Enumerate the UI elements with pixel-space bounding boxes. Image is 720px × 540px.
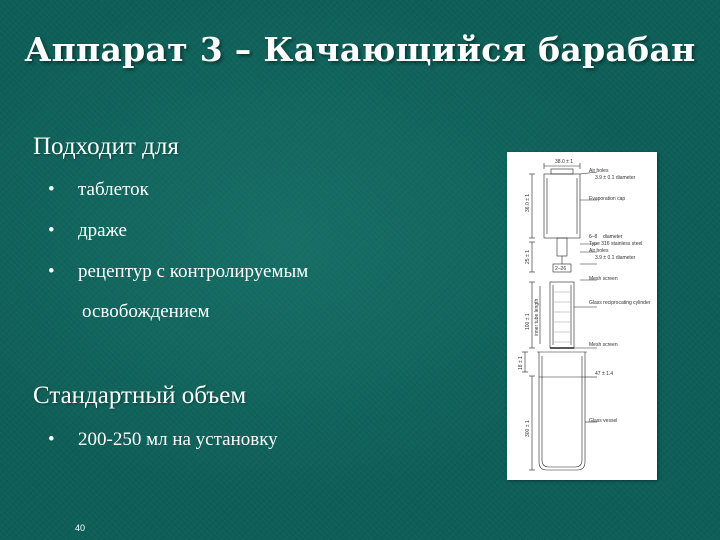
bullet-icon: •	[48, 429, 55, 450]
glass-cylinder-label: Glass reciprocating cylinder	[589, 300, 651, 306]
slide-title: Аппарат 3 – Качающийся барабан	[24, 30, 696, 69]
dimension-label: 38.0 ± 1	[555, 159, 573, 165]
section-heading-suitable-for: Подходит для	[33, 133, 179, 160]
material-label: Type 316 stainless steel	[589, 241, 642, 247]
bullet-text: 200-250 мл на установку	[78, 429, 278, 450]
dimension-label: 3.9 ± 0.1 diameter	[595, 175, 636, 181]
section-heading-standard-volume: Стандартный объем	[33, 382, 247, 409]
dimension-label: 36.0 ± 1	[525, 194, 531, 212]
evaporation-cap-label: Evaporation cap	[589, 196, 625, 202]
dimension-label: 6–8	[589, 234, 598, 240]
dimension-label: 3.9 ± 0.1 diameter	[595, 255, 636, 261]
bullet-text: рецептур с контролируемым	[78, 261, 309, 282]
dimension-note: inner tube length	[534, 299, 540, 336]
dimension-label: 47 ± 1.4	[595, 371, 613, 377]
dimension-label: 100 ± 1	[525, 313, 531, 330]
bullet-icon: •	[48, 179, 55, 200]
dimension-note: diameter	[603, 234, 623, 240]
dimension-label: 300 ± 1	[525, 420, 531, 437]
bullet-icon: •	[48, 220, 55, 241]
bullet-icon: •	[48, 261, 55, 282]
dimension-label: 25 ± 1	[525, 250, 531, 264]
evaporation-cap-shape	[543, 173, 581, 239]
mesh-screen-label: Mesh screen	[589, 276, 618, 282]
bullet-text: таблеток	[78, 179, 149, 200]
air-holes-label: Air holes	[589, 248, 609, 254]
mesh-screen-label: Mesh screen	[589, 342, 618, 348]
bullet-continuation: освобождением	[82, 301, 210, 322]
glass-vessel-shape	[538, 352, 586, 471]
bullet-text: драже	[78, 220, 127, 241]
dimension-label: 18 ± 1	[518, 356, 524, 370]
air-holes-label: Air holes	[589, 168, 609, 174]
page-number: 40	[75, 523, 86, 533]
apparatus-diagram: 38.0 ± 1 Air holes 3.9 ± 0.1 diameter Ev…	[507, 152, 657, 480]
dimension-label: 2–26	[555, 266, 566, 272]
glass-vessel-label: Glass vessel	[589, 418, 617, 424]
